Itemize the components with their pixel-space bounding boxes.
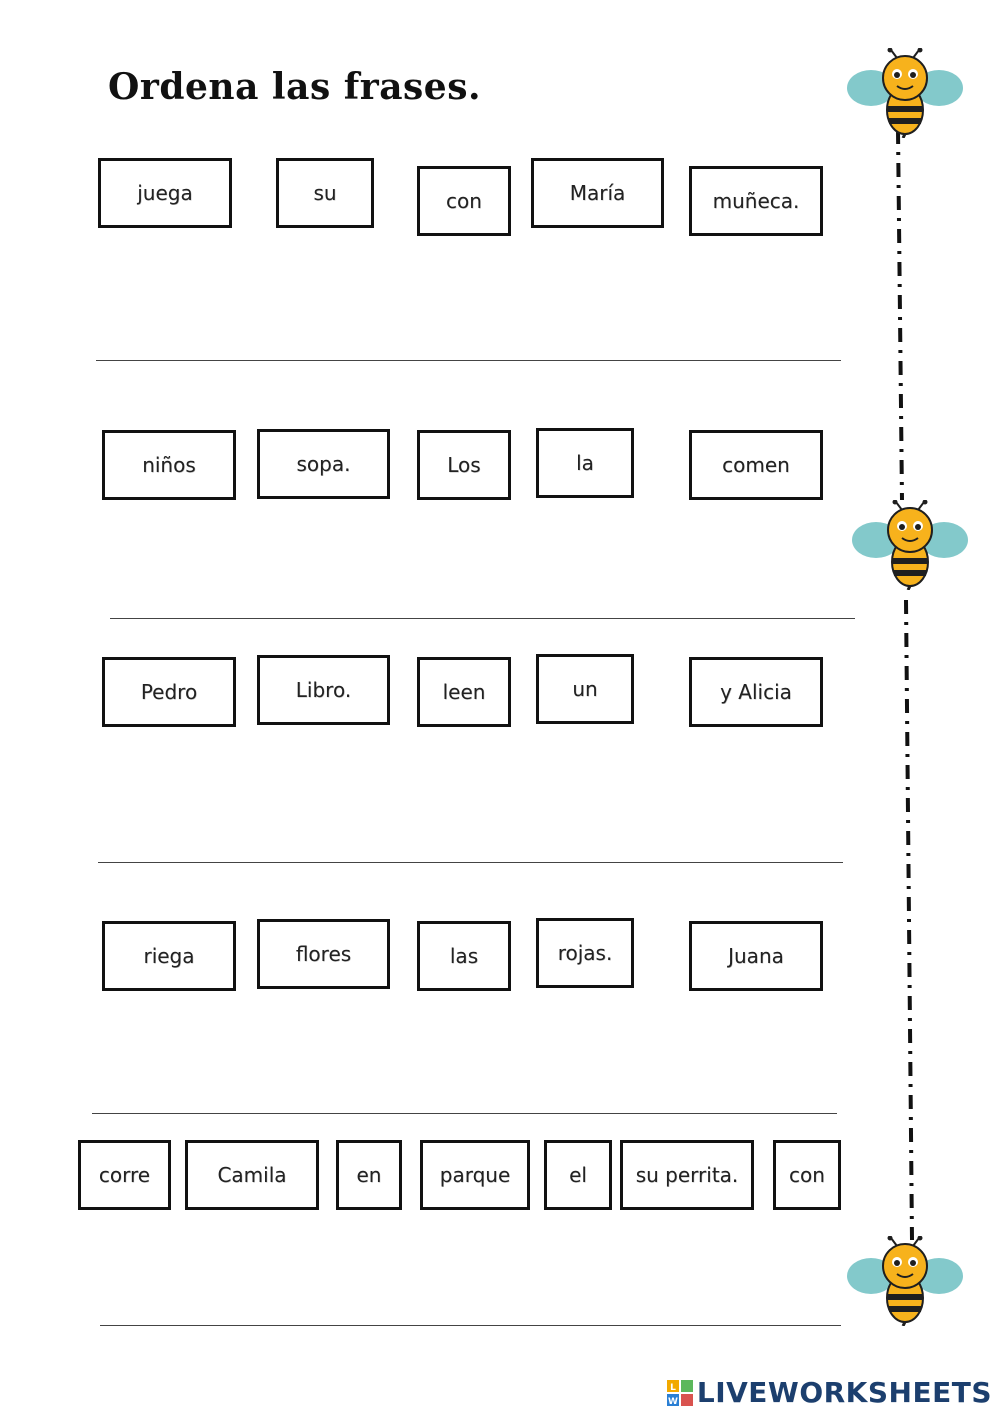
word-tile[interactable]: sopa. (257, 429, 390, 499)
brand-name: LIVEWORKSHEETS (696, 1376, 992, 1409)
answer-line[interactable] (98, 862, 843, 863)
bee-icon (847, 48, 963, 138)
word-tile[interactable]: Libro. (257, 655, 390, 725)
word-tile[interactable]: Camila (185, 1140, 319, 1210)
answer-line[interactable] (96, 360, 841, 361)
bee-icon (852, 500, 968, 590)
word-tile[interactable]: María (531, 158, 664, 228)
word-tile[interactable]: un (536, 654, 634, 724)
word-tile[interactable]: con (773, 1140, 841, 1210)
page-title: Ordena las frases. (108, 66, 481, 108)
word-tile[interactable]: su perrita. (620, 1140, 754, 1210)
word-tile[interactable]: comen (689, 430, 823, 500)
word-tile[interactable]: la (536, 428, 634, 498)
answer-line[interactable] (110, 618, 855, 619)
word-tile[interactable]: corre (78, 1140, 171, 1210)
liveworksheets-logo-icon: L W (666, 1379, 693, 1406)
word-tile[interactable]: muñeca. (689, 166, 823, 236)
word-tile[interactable]: el (544, 1140, 612, 1210)
word-tile[interactable]: las (417, 921, 511, 991)
svg-text:W: W (668, 1397, 678, 1406)
word-tile[interactable]: su (276, 158, 374, 228)
word-tile[interactable]: rojas. (536, 918, 634, 988)
word-tile[interactable]: Juana (689, 921, 823, 991)
word-tile[interactable]: y Alicia (689, 657, 823, 727)
word-tile[interactable]: juega (98, 158, 232, 228)
bee-icon (847, 1236, 963, 1326)
answer-line[interactable] (92, 1113, 837, 1114)
word-tile[interactable]: niños (102, 430, 236, 500)
word-tile[interactable]: en (336, 1140, 402, 1210)
word-tile[interactable]: riega (102, 921, 236, 991)
word-tile[interactable]: leen (417, 657, 511, 727)
liveworksheets-logo: L W LIVEWORKSHEETS (666, 1376, 992, 1409)
answer-line[interactable] (100, 1325, 841, 1326)
word-tile[interactable]: Los (417, 430, 511, 500)
word-tile[interactable]: parque (420, 1140, 530, 1210)
word-tile[interactable]: Pedro (102, 657, 236, 727)
word-tile[interactable]: con (417, 166, 511, 236)
word-tile[interactable]: flores (257, 919, 390, 989)
svg-text:L: L (670, 1383, 676, 1393)
